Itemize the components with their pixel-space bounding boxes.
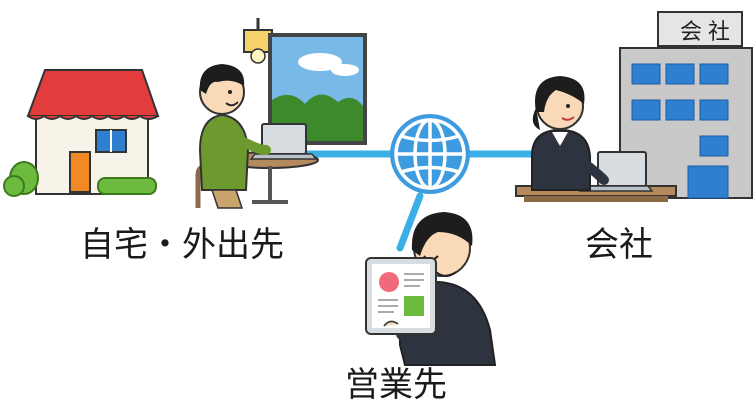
building-sign-left: 会 [680,20,702,45]
lamp-icon [243,18,273,64]
office-worker [531,76,609,191]
laptop-icon [249,123,318,160]
building-sign-right: 社 [708,20,730,45]
location-label-home: 自宅・外出先 [80,225,284,265]
home-worker [195,64,271,209]
location-label-office: 会社 [585,225,653,265]
tablet-icon [365,257,437,335]
line-globe-to-client [396,192,424,252]
house-icon [3,69,160,197]
globe-icon [390,114,470,194]
location-label-client: 営業先 [345,365,447,405]
